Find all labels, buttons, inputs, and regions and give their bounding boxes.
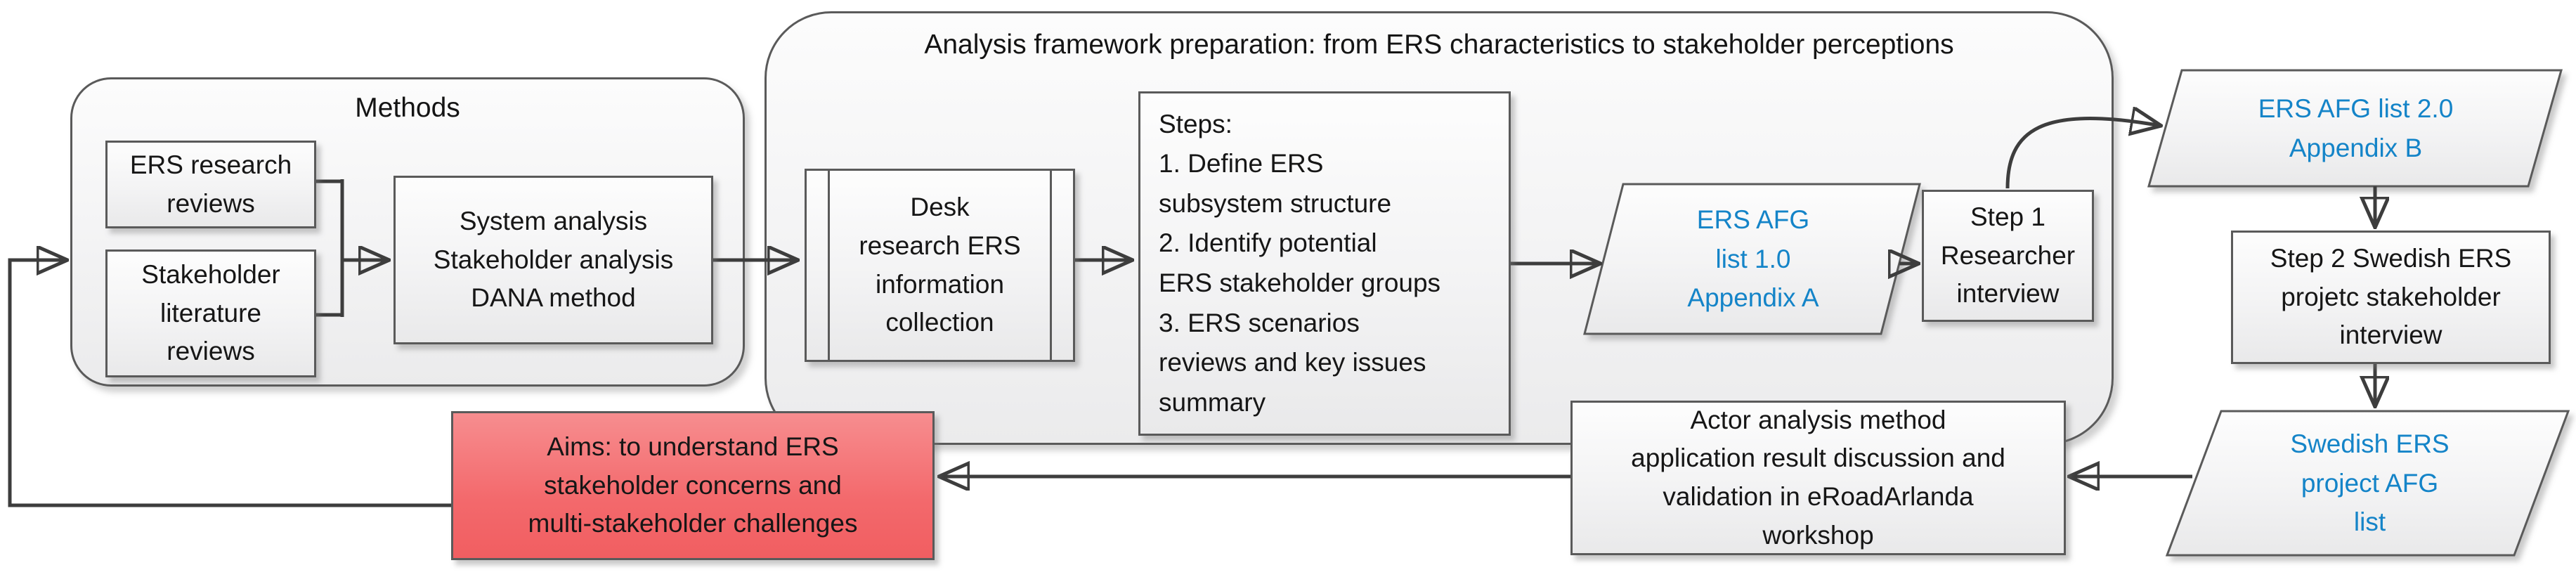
- actor-analysis-workshop-box: Actor analysis method application result…: [1570, 401, 2066, 555]
- ers-research-reviews-box: ERS research reviews: [105, 141, 316, 228]
- framework-group-title: Analysis framework preparation: from ERS…: [924, 30, 1954, 60]
- afg-list-2-label: ERS AFG list 2.0 Appendix B: [2258, 94, 2454, 162]
- desk-research-label: Desk research ERS information collection: [859, 193, 1021, 337]
- arrow-feedback-to-methods: [8, 260, 451, 507]
- step2-swedish-interview-box: Step 2 Swedish ERS projetc stakeholder i…: [2231, 231, 2551, 364]
- methods-group-title: Methods: [355, 93, 460, 123]
- afg-list-1-label: ERS AFG list 1.0 Appendix A: [1687, 205, 1819, 313]
- step1-researcher-interview-box: Step 1 Researcher interview: [1922, 190, 2094, 322]
- arrow-step1-to-afg2: [2005, 118, 2157, 189]
- swedish-afg-list-label: Swedish ERS project AFG list: [2290, 429, 2450, 537]
- predefined-process-bar-left: [828, 171, 830, 360]
- stakeholder-literature-reviews-box: Stakeholder literature reviews: [105, 249, 316, 377]
- aims-box: Aims: to understand ERS stakeholder conc…: [451, 411, 935, 560]
- afg-list-1-parallelogram: [1583, 183, 1921, 335]
- swedish-afg-list-parallelogram: [2165, 410, 2570, 557]
- predefined-process-bar-right: [1050, 171, 1052, 360]
- afg-list-2-parallelogram: [2147, 69, 2563, 188]
- steps-box: Steps: 1. Define ERS subsystem structure…: [1138, 91, 1511, 436]
- system-analysis-box: System analysis Stakeholder analysis DAN…: [393, 176, 713, 344]
- desk-research-box: Desk research ERS information collection: [805, 169, 1075, 362]
